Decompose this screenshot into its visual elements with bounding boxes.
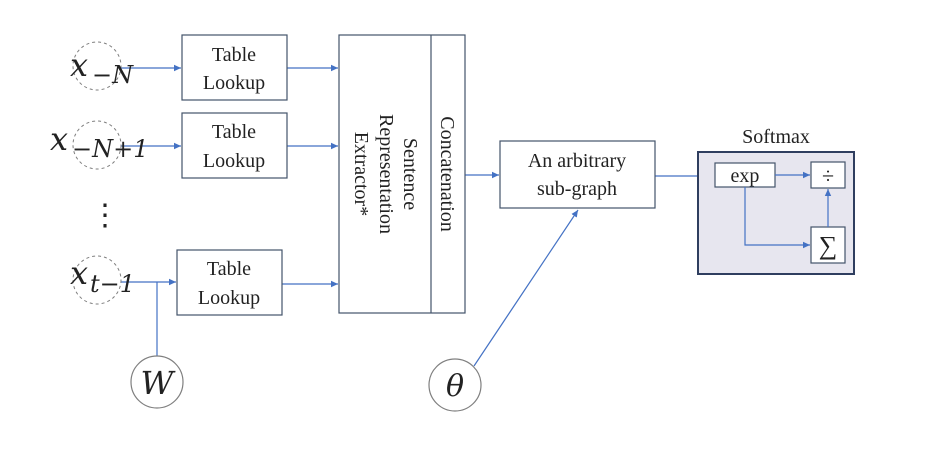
arrow-theta-to-subgraph bbox=[473, 209, 579, 367]
extractor-line1: Sentence bbox=[399, 138, 421, 210]
table-lookup-box-1: Table Lookup bbox=[181, 34, 288, 101]
extractor-line3: Extractor* bbox=[350, 132, 372, 216]
table-lookup-line2: Lookup bbox=[203, 72, 265, 94]
input-variable: x bbox=[50, 120, 68, 158]
input-x-minus-n: x −N bbox=[70, 41, 134, 91]
table-lookup-line2: Lookup bbox=[203, 150, 265, 172]
input-node-circle bbox=[72, 120, 122, 170]
exp-box bbox=[714, 162, 776, 188]
input-node-circle bbox=[72, 255, 122, 305]
table-lookup-box-3: Table Lookup bbox=[176, 249, 283, 316]
sum-symbol: ∑ bbox=[819, 231, 838, 260]
table-lookup-line1: Table bbox=[207, 258, 251, 280]
weights-node: W bbox=[130, 355, 184, 409]
table-lookup-line2: Lookup bbox=[198, 287, 260, 309]
table-lookup-line1: Table bbox=[212, 121, 256, 143]
extractor-line2: Representation bbox=[375, 114, 397, 234]
arbitrary-subgraph-box: An arbitrary sub-graph bbox=[499, 140, 656, 209]
input-node-circle bbox=[72, 41, 122, 91]
divide-symbol: ÷ bbox=[822, 163, 834, 188]
input-variable: x bbox=[70, 46, 88, 84]
divide-box bbox=[810, 161, 846, 189]
subgraph-line2: sub-graph bbox=[537, 178, 617, 200]
subgraph-line1: An arbitrary bbox=[528, 150, 626, 172]
input-subscript: −N+1 bbox=[72, 135, 149, 163]
arrow-exp-to-sum bbox=[744, 187, 810, 249]
exp-label: exp bbox=[731, 165, 760, 187]
input-subscript: t−1 bbox=[90, 270, 135, 298]
vertical-ellipsis: ⋮ bbox=[90, 199, 120, 232]
sentence-representation-extractor: Sentence Representation Extractor* Conca… bbox=[338, 34, 466, 314]
theta-symbol: θ bbox=[446, 369, 464, 404]
softmax-title: Softmax bbox=[742, 126, 810, 148]
input-x-minus-n-plus-1: x −N+1 bbox=[50, 120, 149, 170]
input-variable: x bbox=[70, 254, 88, 292]
concatenation-label: Concatenation bbox=[436, 116, 458, 232]
table-lookup-line1: Table bbox=[212, 44, 256, 66]
weights-symbol: W bbox=[141, 364, 177, 402]
input-x-t-minus-1: x t−1 bbox=[70, 254, 135, 305]
input-subscript: −N bbox=[92, 61, 134, 89]
table-lookup-box-2: Table Lookup bbox=[181, 112, 288, 179]
theta-node: θ bbox=[428, 358, 482, 412]
softmax-block: Softmax exp ÷ ∑ bbox=[697, 126, 855, 275]
